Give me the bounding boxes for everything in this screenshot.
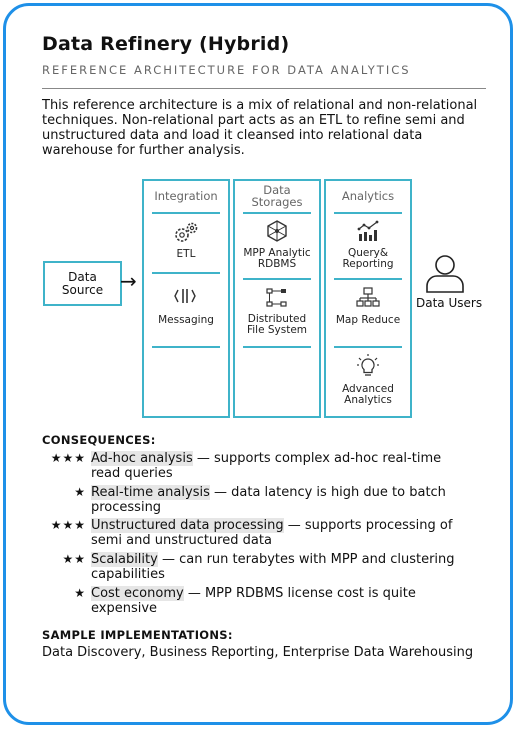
mpp-label-line2: RDBMS bbox=[257, 258, 297, 270]
column-divider bbox=[334, 212, 402, 214]
rating-stars: ★ bbox=[74, 586, 86, 600]
consequence-text: — data latency is high due to batch bbox=[209, 485, 446, 500]
integration-title: Integration bbox=[154, 189, 218, 203]
consequence-item: Unstructured data processing — supports … bbox=[91, 518, 491, 548]
data-source-line2: Source bbox=[61, 282, 104, 297]
consequence-term: Cost economy bbox=[91, 586, 184, 601]
column-divider bbox=[243, 212, 311, 214]
hierarchy-icon bbox=[356, 287, 380, 307]
mpp-label: MPP Analytic RDBMS bbox=[235, 248, 319, 270]
map-reduce-label: Map Reduce bbox=[335, 314, 401, 326]
messaging-label: Messaging bbox=[158, 314, 214, 326]
query-label-line1: Query& bbox=[347, 247, 389, 259]
consequence-text-cont: expensive bbox=[91, 601, 158, 616]
intro-paragraph: This reference architecture is a mix of … bbox=[42, 98, 478, 158]
rating-stars: ★★ bbox=[62, 552, 86, 566]
column-divider bbox=[334, 278, 402, 280]
consequence-text: — can run terabytes with MPP and cluster… bbox=[157, 552, 455, 567]
data-users-label: Data Users bbox=[416, 296, 483, 310]
advanced-label: Advanced Analytics bbox=[326, 384, 410, 406]
rating-stars: ★★★ bbox=[50, 451, 86, 465]
analytics-column: Analytics Query& Reporting Map Reduce Ad… bbox=[324, 179, 412, 418]
flow-arrow: → bbox=[120, 269, 137, 293]
consequence-term: Unstructured data processing bbox=[91, 518, 284, 533]
file-tree-icon bbox=[266, 288, 287, 307]
storage-title-line2: Storages bbox=[251, 195, 303, 209]
user-icon bbox=[426, 255, 464, 293]
etl-label: ETL bbox=[176, 248, 196, 260]
consequence-text-cont: capabilities bbox=[91, 567, 165, 582]
integration-column: Integration ETL Messaging bbox=[142, 179, 230, 418]
consequence-item: Real-time analysis — data latency is hig… bbox=[91, 485, 491, 515]
bar-chart-icon bbox=[357, 220, 379, 241]
samples-heading: SAMPLE IMPLEMENTATIONS: bbox=[42, 628, 233, 642]
column-divider bbox=[243, 346, 311, 348]
consequence-item: Cost economy — MPP RDBMS license cost is… bbox=[91, 586, 491, 616]
card-frame bbox=[3, 3, 513, 725]
consequence-text: — MPP RDBMS license cost is quite bbox=[183, 586, 416, 601]
dfs-label-line2: File System bbox=[246, 324, 308, 336]
samples-text: Data Discovery, Business Reporting, Ente… bbox=[42, 645, 474, 660]
query-label: Query& Reporting bbox=[326, 248, 410, 270]
column-divider bbox=[152, 346, 220, 348]
column-divider bbox=[334, 346, 402, 348]
consequence-text: — supports complex ad-hoc real-time bbox=[192, 451, 442, 466]
consequences-heading: CONSEQUENCES: bbox=[42, 433, 156, 447]
analytics-title: Analytics bbox=[341, 189, 395, 203]
dfs-label: Distributed File System bbox=[235, 314, 319, 336]
network-icon bbox=[267, 220, 287, 242]
mpp-label-line1: MPP Analytic bbox=[243, 247, 311, 259]
column-divider bbox=[243, 278, 311, 280]
advanced-label-line2: Analytics bbox=[344, 394, 392, 406]
consequence-term: Real-time analysis bbox=[91, 485, 210, 500]
consequence-text-cont: read queries bbox=[91, 466, 173, 481]
page-title: Data Refinery (Hybrid) bbox=[42, 33, 290, 55]
divider bbox=[42, 88, 486, 89]
column-divider bbox=[152, 272, 220, 274]
consequence-text-cont: processing bbox=[91, 500, 162, 515]
column-divider bbox=[152, 212, 220, 214]
messaging-icon bbox=[174, 289, 196, 303]
data-source-line1: Data bbox=[68, 269, 97, 284]
page-subtitle: REFERENCE ARCHITECTURE FOR DATA ANALYTIC… bbox=[42, 63, 411, 77]
consequence-text: — supports processing of bbox=[283, 518, 453, 533]
consequence-term: Scalability bbox=[91, 552, 158, 567]
lightbulb-icon bbox=[357, 354, 379, 376]
query-label-line2: Reporting bbox=[342, 258, 394, 270]
data-source-box: Data Source bbox=[43, 261, 122, 306]
consequence-text-cont: semi and unstructured data bbox=[91, 533, 272, 548]
rating-stars: ★ bbox=[74, 485, 86, 499]
storage-title-line1: Data bbox=[263, 183, 291, 197]
gears-icon bbox=[175, 222, 198, 242]
storage-column: Data Storages MPP Analytic RDBMS Distrib… bbox=[233, 179, 321, 418]
storage-title: Data Storages bbox=[235, 184, 319, 208]
advanced-label-line1: Advanced bbox=[342, 383, 394, 395]
dfs-label-line1: Distributed bbox=[247, 313, 307, 325]
consequence-item: Ad-hoc analysis — supports complex ad-ho… bbox=[91, 451, 491, 481]
consequence-item: Scalability — can run terabytes with MPP… bbox=[91, 552, 496, 582]
rating-stars: ★★★ bbox=[50, 518, 86, 532]
consequence-term: Ad-hoc analysis bbox=[91, 451, 193, 466]
